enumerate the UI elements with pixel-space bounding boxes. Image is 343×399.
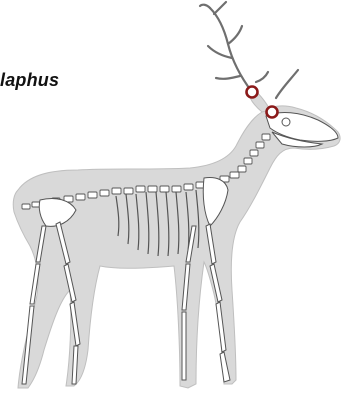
skull-marker <box>267 107 278 118</box>
antlers <box>200 2 298 98</box>
antler-base-marker <box>247 87 258 98</box>
